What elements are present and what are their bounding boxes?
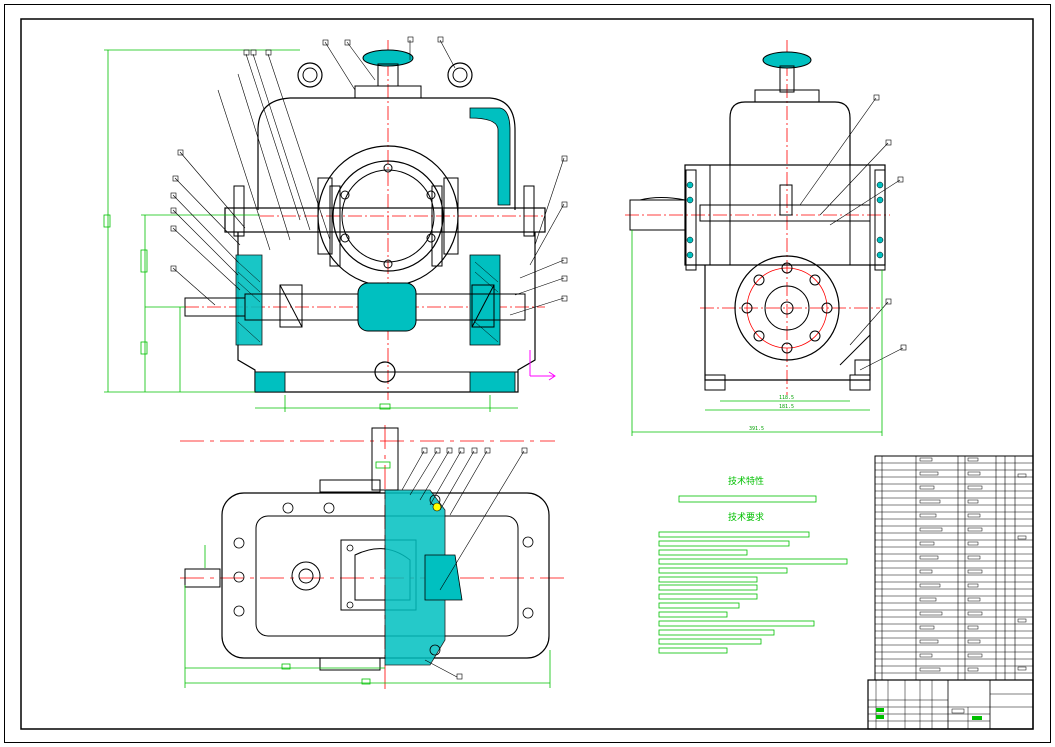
dim-391-5: 391.5 <box>749 426 764 432</box>
top-view <box>180 425 565 690</box>
top-view-dimensions <box>184 461 551 688</box>
technical-notes: 技术特性 技术要求 <box>658 475 848 654</box>
parts-list-text-blocks <box>919 457 1027 672</box>
front-view-leaders <box>172 39 565 316</box>
top-view-leaders <box>401 447 528 680</box>
side-view-leaders <box>799 94 907 371</box>
parts-list <box>874 455 1034 681</box>
front-view-balloons <box>170 36 568 302</box>
tech-requirements-heading: 技术要求 <box>728 511 764 523</box>
side-view <box>625 40 890 395</box>
dim-118-5: 118.5 <box>779 395 794 401</box>
inner-frame <box>20 18 1034 730</box>
side-view-dimensions <box>631 230 883 436</box>
outer-frame <box>4 4 1051 743</box>
parts-list-rows <box>875 462 1033 674</box>
front-view <box>184 40 556 400</box>
title-block <box>867 679 1034 730</box>
tech-characteristics-heading: 技术特性 <box>728 475 764 487</box>
dim-181-5: 181.5 <box>779 404 794 410</box>
